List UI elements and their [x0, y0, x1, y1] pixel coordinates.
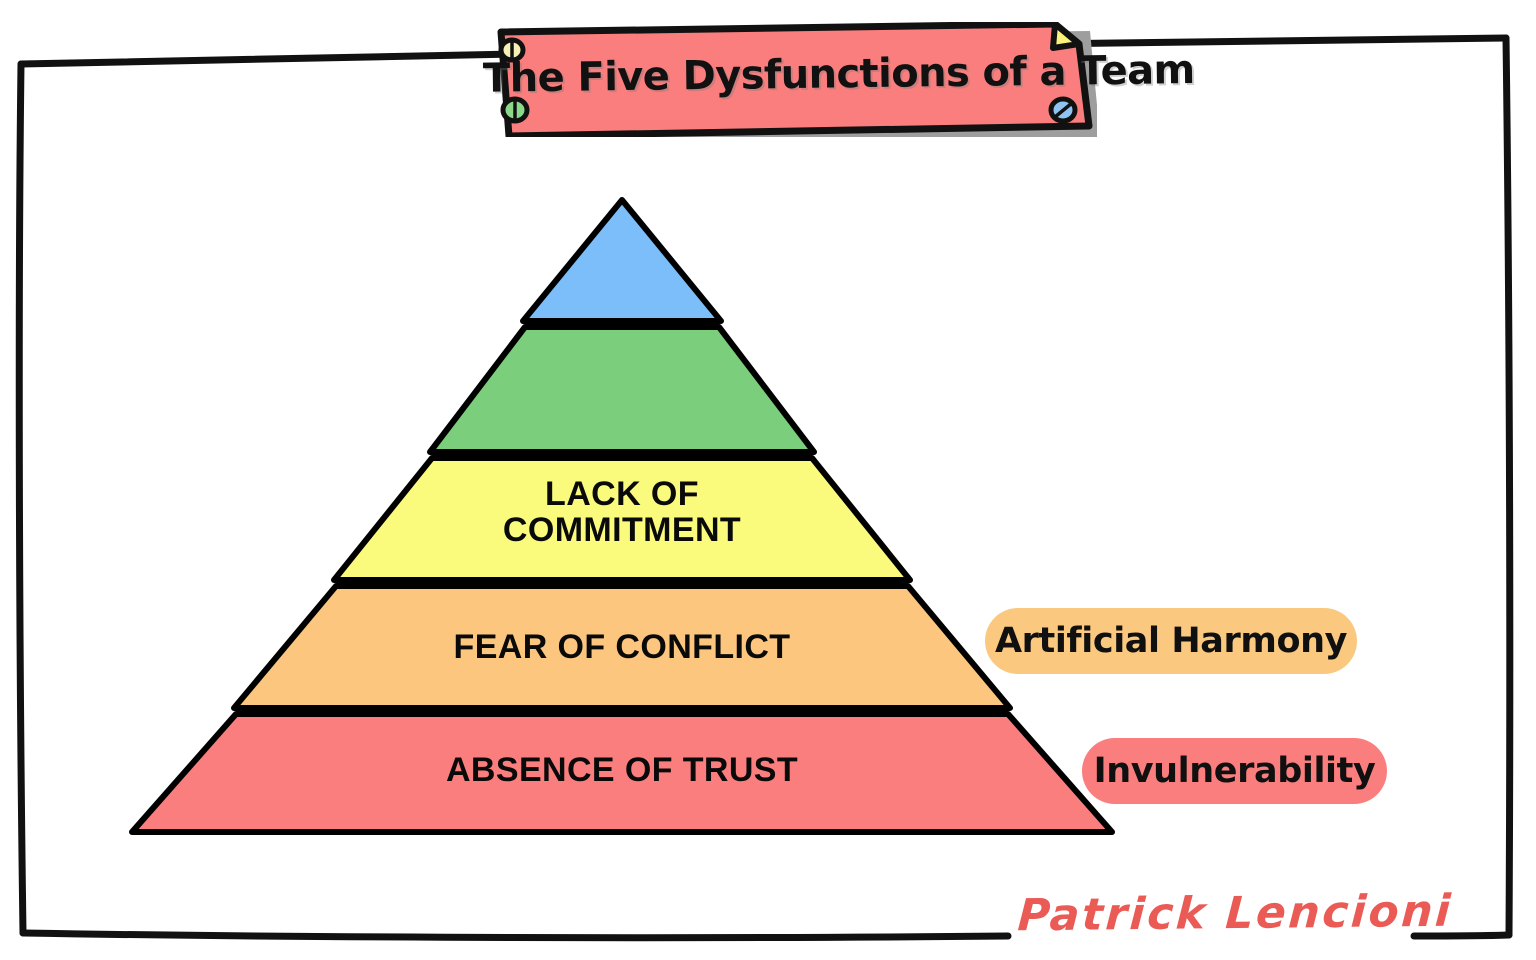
pyramid-tier-3	[331, 455, 913, 583]
pin-bottom-right-icon	[1048, 96, 1078, 124]
note-folded-corner	[1050, 22, 1082, 51]
pyramid-tier-5	[129, 711, 1115, 835]
page-title: The Five Dysfunctions of a Team	[482, 47, 1195, 102]
pin-bottom-left-icon	[500, 96, 530, 124]
annotation-artificial-harmony: Artificial Harmony	[985, 608, 1357, 674]
pyramid-tier-1	[520, 197, 724, 324]
author-signature: Patrick Lencioni	[1016, 885, 1455, 942]
annotation-invulnerability: Invulnerability	[1082, 738, 1387, 804]
pin-top-left-icon	[498, 37, 526, 63]
title-sticky-note: The Five Dysfunctions of a Team	[482, 22, 1195, 137]
pyramid-tier-4	[231, 583, 1013, 711]
pyramid-tier-2	[427, 324, 817, 455]
